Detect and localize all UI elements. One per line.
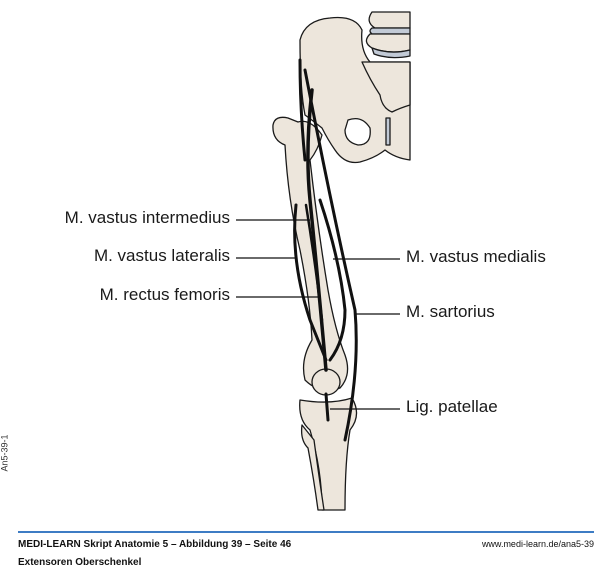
muscle-vastus-lateralis — [293, 203, 328, 362]
hip-bone — [299, 16, 411, 164]
pubic-symphysis — [385, 117, 391, 146]
patellar-ligament — [324, 392, 330, 422]
label-sartorius: M. sartorius — [406, 302, 495, 321]
muscle-vastus-intermedius — [304, 203, 324, 322]
muscle-rectus-femoris — [306, 88, 328, 372]
footer-subtitle: Extensoren Oberschenkel — [18, 557, 142, 568]
figure-code: An5-39-1 — [0, 434, 10, 472]
obturator-foramen — [344, 117, 371, 146]
fibula — [300, 424, 325, 511]
footer-title: MEDI-LEARN Skript Anatomie 5 – Abbildung… — [18, 539, 292, 550]
muscle-tensor — [298, 58, 307, 162]
label-rectus-femoris: M. rectus femoris — [99, 285, 230, 304]
label-lig-patellae: Lig. patellae — [406, 397, 498, 416]
intervertebral-disc-lower — [371, 47, 411, 59]
muscle-vastus-medialis — [318, 198, 347, 362]
footer-divider — [18, 531, 594, 533]
label-vastus-medialis: M. vastus medialis — [406, 247, 546, 266]
sacrum — [361, 61, 411, 113]
label-vastus-intermedius: M. vastus intermedius — [64, 208, 230, 227]
label-vastus-lateralis: M. vastus lateralis — [93, 246, 230, 265]
intervertebral-disc — [369, 27, 411, 35]
lumbar-vertebra — [368, 11, 411, 29]
patella — [311, 368, 341, 396]
leg-anatomy-illustration — [236, 11, 411, 511]
muscle-sartorius — [303, 68, 358, 442]
footer-url[interactable]: www.medi-learn.de/ana5-39 — [481, 539, 594, 549]
